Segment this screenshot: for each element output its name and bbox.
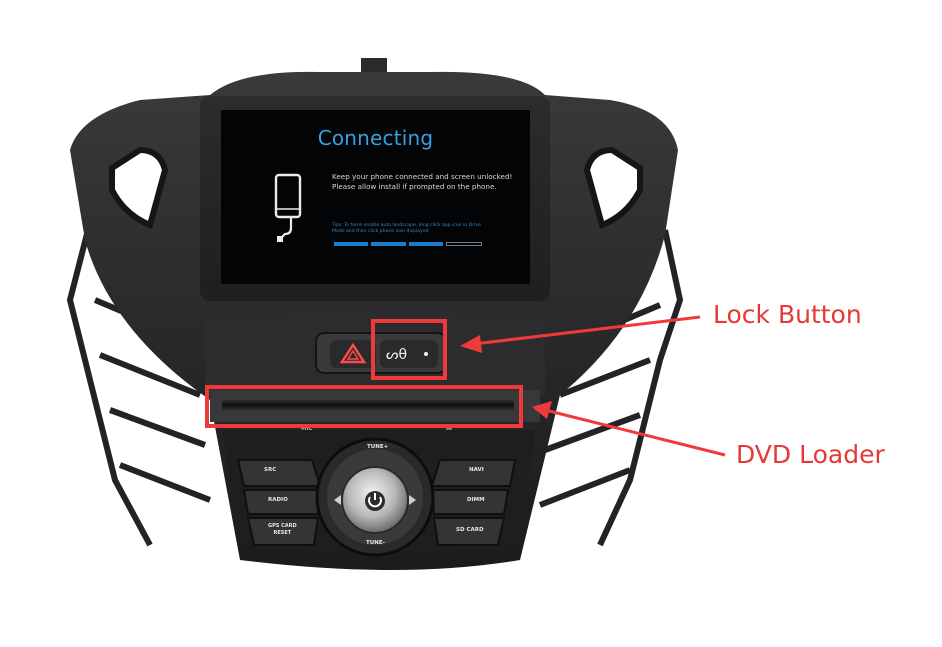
hazard-button[interactable] bbox=[330, 340, 376, 368]
tune-plus-label: TUNE+ bbox=[367, 444, 389, 450]
screen-title: Connecting bbox=[317, 126, 434, 150]
ir-label: IR bbox=[446, 426, 453, 432]
src-button[interactable] bbox=[236, 459, 322, 487]
dvd-loader-callout: DVD Loader bbox=[736, 440, 885, 469]
display-screen[interactable]: Connecting Keep your phone connected and… bbox=[221, 110, 530, 284]
lock-button[interactable]: ᔕθ bbox=[380, 340, 438, 368]
connection-progress bbox=[334, 242, 482, 247]
vent-right bbox=[583, 146, 643, 230]
tune-minus-label: TUNE- bbox=[366, 540, 385, 546]
dvd-loader-highlight bbox=[205, 385, 523, 428]
dimm-label: DIMM bbox=[467, 497, 485, 503]
progress-segment bbox=[371, 242, 406, 246]
lock-button-callout: Lock Button bbox=[713, 300, 862, 329]
gps-reset-button[interactable] bbox=[246, 517, 320, 546]
lock-symbol-icon: ᔕθ bbox=[386, 347, 407, 363]
lock-callout-arrow bbox=[460, 315, 701, 353]
radio-label: RADIO bbox=[268, 497, 288, 503]
gps-reset-label: GPS CARD RESET bbox=[268, 523, 297, 536]
next-track-icon[interactable] bbox=[409, 495, 416, 505]
mic-label: MIC bbox=[301, 426, 313, 432]
power-icon bbox=[365, 491, 385, 511]
phone-icon bbox=[274, 173, 302, 242]
sd-card-label: SD CARD bbox=[456, 527, 484, 533]
progress-segment bbox=[408, 242, 443, 246]
vent-left bbox=[109, 146, 169, 230]
progress-segment bbox=[334, 242, 369, 246]
navi-button[interactable] bbox=[430, 459, 517, 487]
dvd-slot[interactable] bbox=[222, 400, 514, 410]
screen-tip: Tips: To force enable auto landscape, lo… bbox=[332, 223, 481, 234]
screen-message: Keep your phone connected and screen unl… bbox=[332, 172, 513, 191]
lock-button-highlight bbox=[371, 319, 447, 380]
src-label: SRC bbox=[264, 467, 277, 473]
progress-segment bbox=[445, 242, 482, 246]
sd-card-button[interactable] bbox=[432, 517, 506, 546]
prev-track-icon[interactable] bbox=[334, 495, 341, 505]
right-button-column bbox=[430, 459, 517, 546]
dvd-callout-arrow bbox=[532, 401, 726, 457]
navi-label: NAVI bbox=[469, 467, 484, 473]
hazard-triangle-icon bbox=[339, 342, 367, 364]
